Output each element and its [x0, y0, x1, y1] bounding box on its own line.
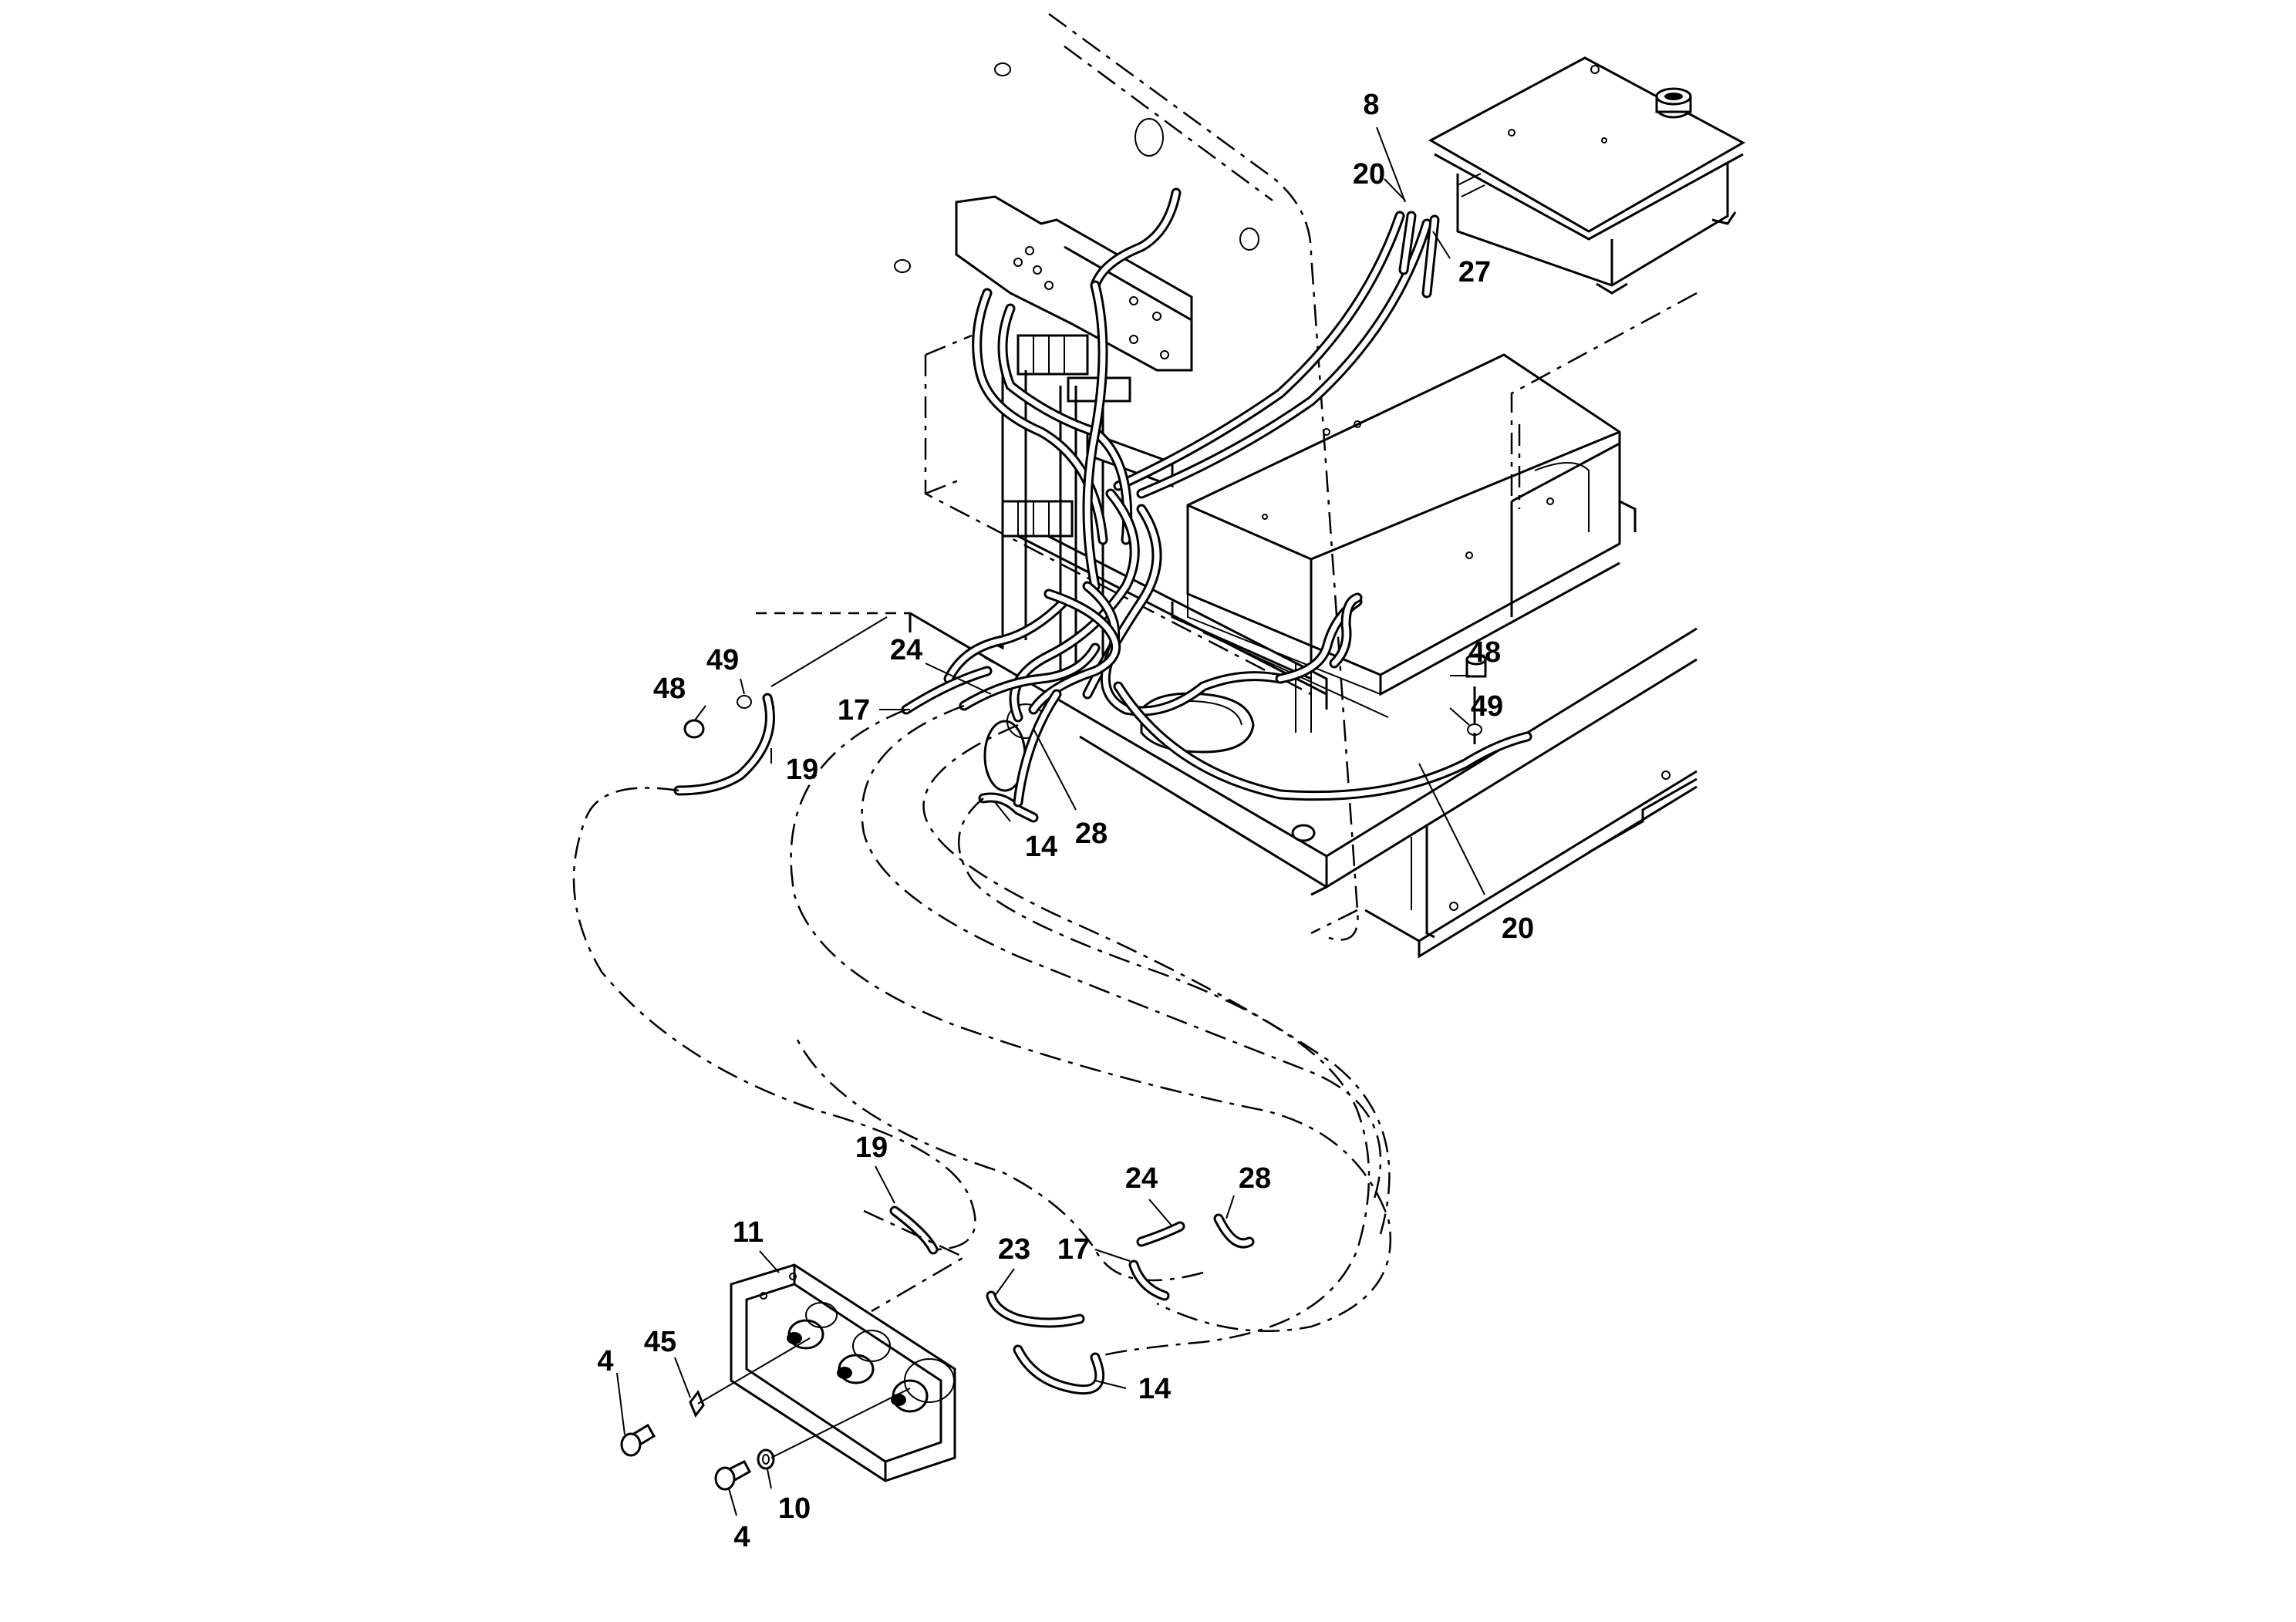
- callout-10: 10: [778, 1492, 811, 1525]
- callout-20: 20: [1502, 912, 1534, 945]
- lower-cable-ends: [889, 1206, 1255, 1395]
- cable-routing-dashed: [572, 704, 1392, 1359]
- callout-8: 8: [1363, 89, 1379, 121]
- callout-48: 48: [653, 673, 686, 705]
- guide-lines: [1510, 292, 1698, 509]
- frame-outline: [1048, 12, 1359, 941]
- callout-4: 4: [597, 1345, 613, 1378]
- callout-48: 48: [1468, 636, 1501, 669]
- callout-14: 14: [1025, 831, 1057, 863]
- callout-14: 14: [1138, 1373, 1171, 1405]
- callout-labels: 8 20 27 48 49 20 24 17 49 48 19 14 28 19…: [597, 89, 1534, 1553]
- callout-24: 24: [1125, 1162, 1158, 1195]
- callout-49: 49: [706, 644, 739, 676]
- upper-panel: [894, 62, 1259, 273]
- cable-bundle: [673, 187, 1532, 823]
- tank-box: [1428, 56, 1746, 295]
- callout-27: 27: [1458, 256, 1491, 288]
- callout-4: 4: [733, 1521, 750, 1553]
- callout-23: 23: [998, 1233, 1030, 1266]
- callout-45: 45: [644, 1326, 676, 1358]
- callout-19: 19: [786, 754, 818, 786]
- leader-lines: [616, 126, 1485, 1516]
- callout-19: 19: [855, 1131, 888, 1164]
- callout-49: 49: [1471, 690, 1503, 723]
- control-box: [924, 334, 1637, 733]
- cover-plate: [730, 1209, 966, 1482]
- fasteners: [620, 616, 1487, 1491]
- callout-28: 28: [1075, 818, 1108, 850]
- callout-24: 24: [890, 634, 922, 666]
- callout-20: 20: [1353, 158, 1385, 191]
- callout-28: 28: [1239, 1162, 1271, 1195]
- callout-17: 17: [838, 694, 870, 727]
- callout-11: 11: [733, 1216, 764, 1249]
- callout-17: 17: [1057, 1233, 1090, 1266]
